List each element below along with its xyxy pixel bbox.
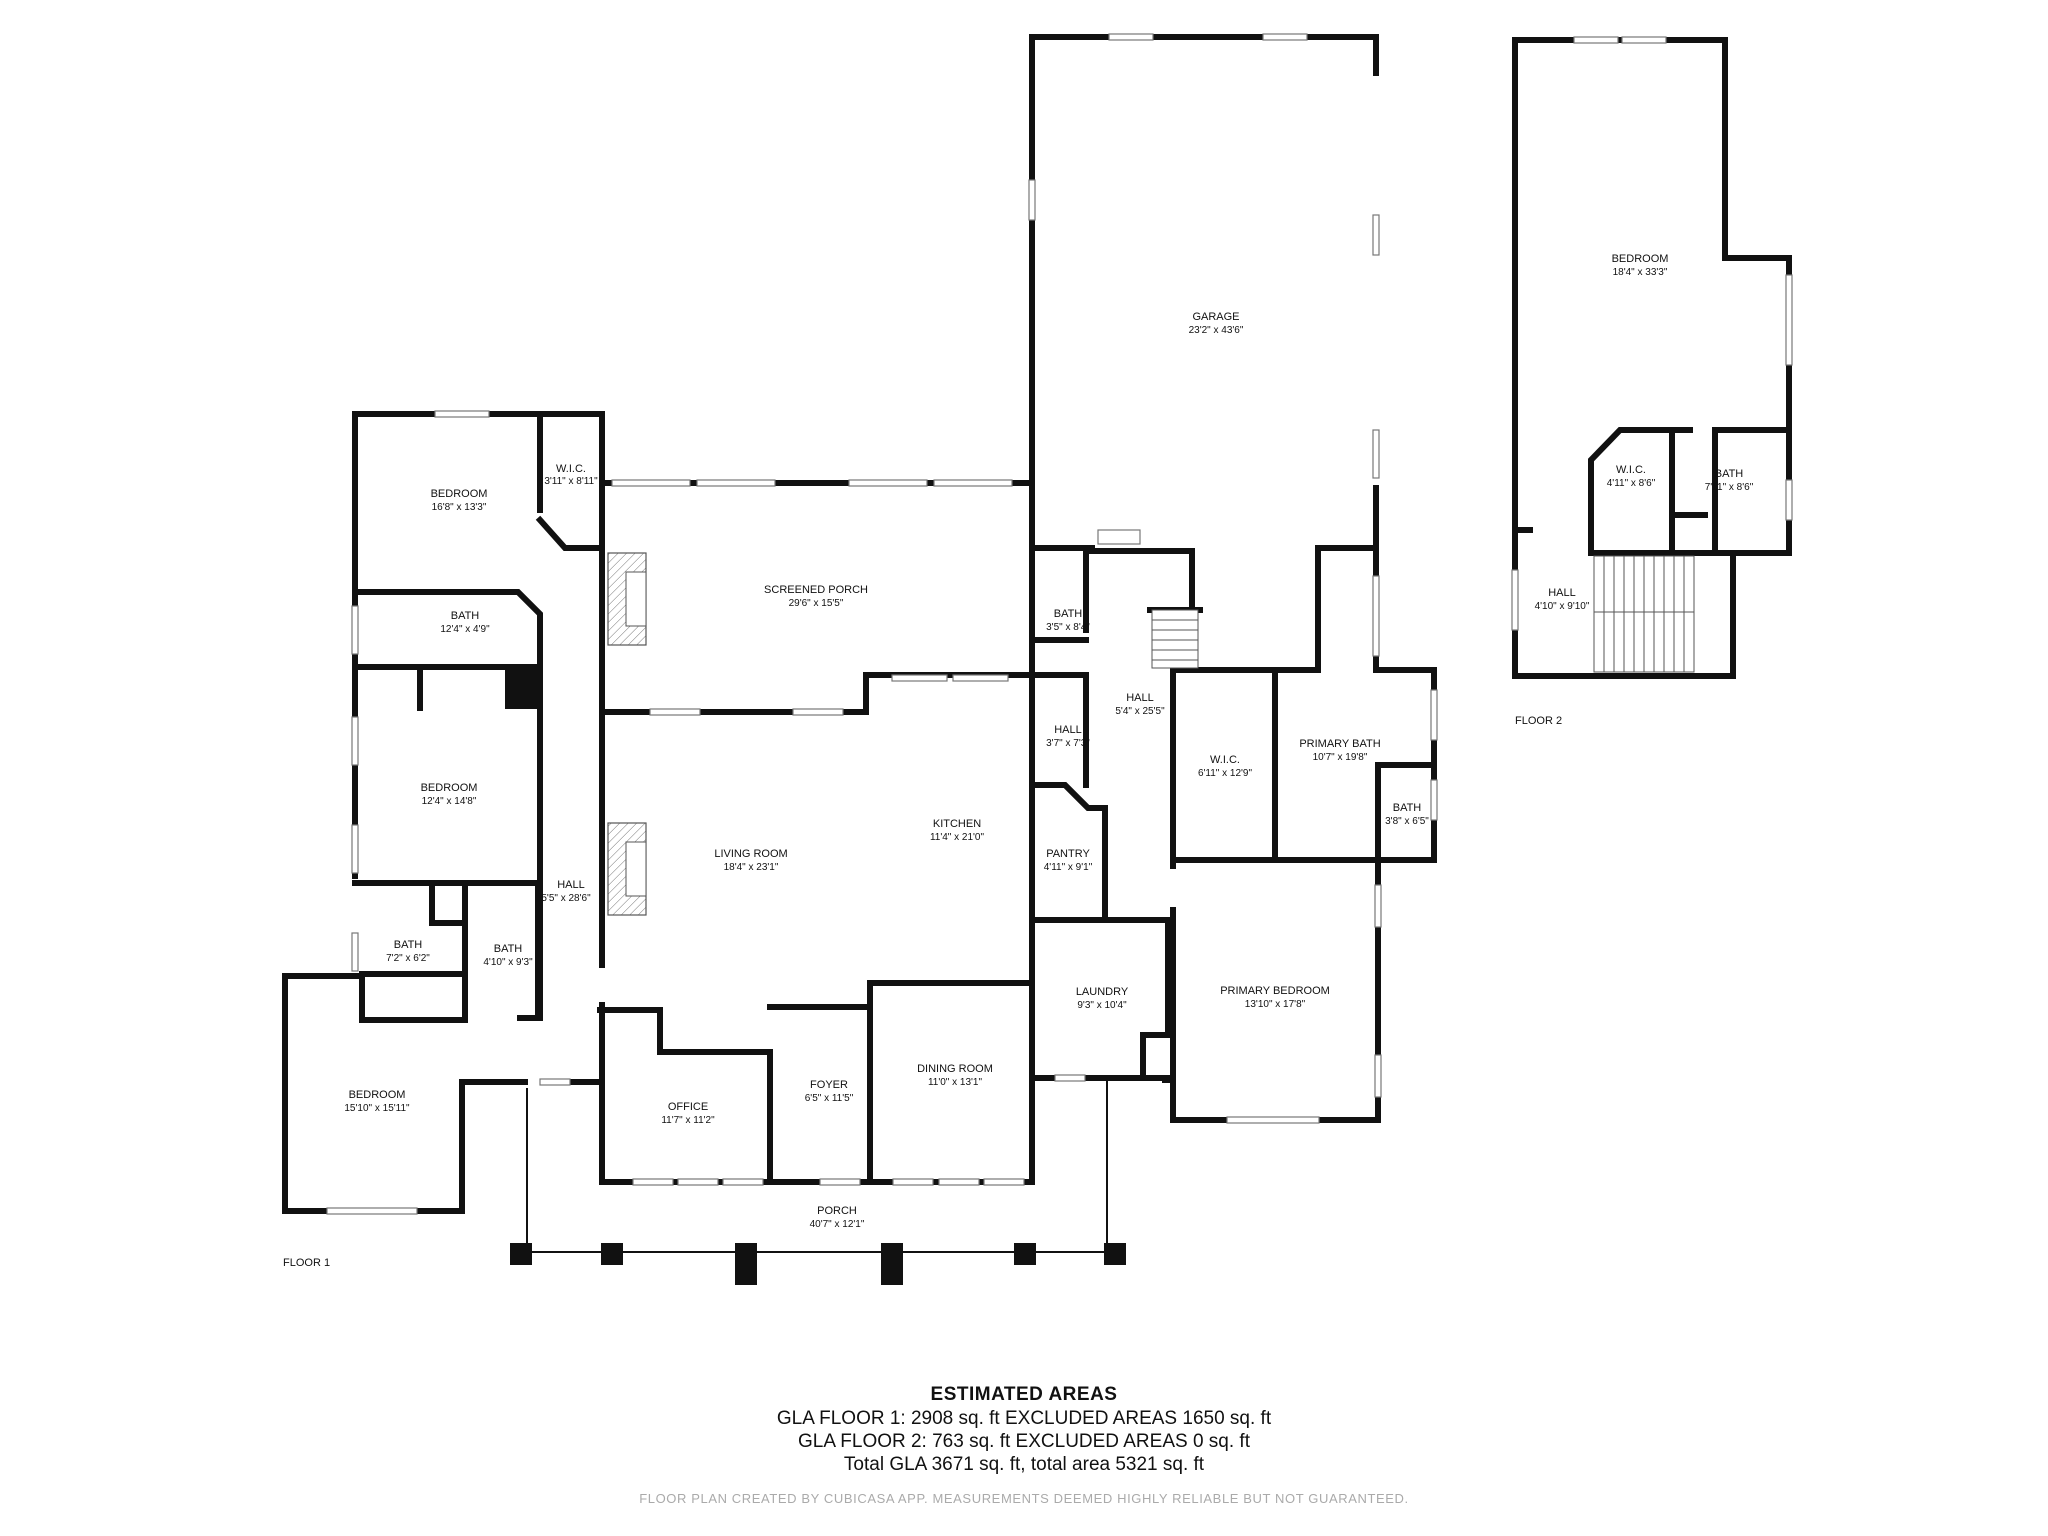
room-bath-e-name: BATH bbox=[1393, 802, 1422, 814]
areas-total: Total GLA 3671 sq. ft, total area 5321 s… bbox=[843, 1454, 1205, 1475]
room-pantry-name: PANTRY bbox=[1046, 848, 1090, 860]
room-bath-sw1-dims: 7'2" x 6'2" bbox=[386, 953, 430, 964]
room-laundry-dims: 9'3" x 10'4" bbox=[1077, 1000, 1127, 1011]
room-porch-dims: 40'7" x 12'1" bbox=[810, 1219, 865, 1230]
room-garage-name: GARAGE bbox=[1192, 311, 1239, 323]
room-bedroom-nw-name: BEDROOM bbox=[431, 488, 488, 500]
room-primary-bedroom-dims: 13'10" x 17'8" bbox=[1245, 999, 1306, 1010]
room-kitchen-name: KITCHEN bbox=[933, 818, 981, 830]
room-foyer-name: FOYER bbox=[810, 1079, 848, 1091]
room-hall-c1-name: HALL bbox=[1054, 724, 1082, 736]
room-hall-c1-dims: 3'7" x 7'3" bbox=[1046, 738, 1090, 749]
room-pantry-dims: 4'11" x 9'1" bbox=[1044, 862, 1093, 873]
room-laundry-name: LAUNDRY bbox=[1076, 986, 1129, 998]
room-bath-sw2-name: BATH bbox=[494, 943, 523, 955]
estimated-areas: ESTIMATED AREAS GLA FLOOR 1: 2908 sq. ft… bbox=[0, 1383, 2048, 1476]
room-office-name: OFFICE bbox=[668, 1101, 708, 1113]
room-screened-porch-name: SCREENED PORCH bbox=[764, 584, 868, 596]
room-wic-up-name: W.I.C. bbox=[1616, 464, 1646, 476]
room-wic-nw-name: W.I.C. bbox=[556, 463, 586, 475]
room-wic-nw-dims: 3'11" x 8'11" bbox=[544, 476, 598, 487]
room-bath-sw1-name: BATH bbox=[394, 939, 423, 951]
room-hall-up-name: HALL bbox=[1548, 587, 1576, 599]
stairs-floor1 bbox=[1151, 609, 1199, 669]
room-bath-nw-name: BATH bbox=[451, 610, 480, 622]
room-bath-c-name: BATH bbox=[1054, 608, 1083, 620]
areas-title: ESTIMATED AREAS bbox=[930, 1384, 1118, 1405]
floor2-label: FLOOR 2 bbox=[1515, 715, 1562, 727]
areas-floor1: GLA FLOOR 1: 2908 sq. ft EXCLUDED AREAS … bbox=[776, 1408, 1272, 1429]
floor1-label: FLOOR 1 bbox=[283, 1257, 330, 1269]
room-hall-w-name: HALL bbox=[557, 879, 585, 891]
room-hall-c2-name: HALL bbox=[1126, 692, 1154, 704]
room-bath-e-dims: 3'8" x 6'5" bbox=[1385, 816, 1429, 827]
room-office-dims: 11'7" x 11'2" bbox=[661, 1115, 715, 1126]
room-dining-room-dims: 11'0" x 13'1" bbox=[928, 1077, 983, 1088]
room-living-room-name: LIVING ROOM bbox=[714, 848, 787, 860]
room-bath-nw-dims: 12'4" x 4'9" bbox=[440, 624, 490, 635]
room-porch-name: PORCH bbox=[817, 1205, 857, 1217]
room-bedroom-up-dims: 18'4" x 33'3" bbox=[1613, 267, 1668, 278]
room-primary-bath-name: PRIMARY BATH bbox=[1299, 738, 1380, 750]
room-labels: BEDROOM 16'8" x 13'3" W.I.C. 3'11" x 8'1… bbox=[283, 253, 1754, 1269]
room-screened-porch-dims: 29'6" x 15'5" bbox=[789, 598, 844, 609]
room-living-room-dims: 18'4" x 23'1" bbox=[724, 862, 779, 873]
room-wic-up-dims: 4'11" x 8'6" bbox=[1607, 478, 1656, 489]
room-bedroom-up-name: BEDROOM bbox=[1612, 253, 1669, 265]
windows bbox=[326, 33, 1438, 1215]
room-bath-up-name: BATH bbox=[1715, 468, 1744, 480]
room-kitchen-dims: 11'4" x 21'0" bbox=[930, 832, 985, 843]
room-hall-w-dims: 5'5" x 28'6" bbox=[541, 893, 591, 904]
porch-piers bbox=[510, 1243, 1126, 1285]
room-bedroom-w-name: BEDROOM bbox=[421, 782, 478, 794]
floor1-walls bbox=[282, 34, 1437, 1253]
areas-floor2: GLA FLOOR 2: 763 sq. ft EXCLUDED AREAS 0… bbox=[798, 1431, 1250, 1452]
room-bath-up-dims: 7'11" x 8'6" bbox=[1705, 482, 1754, 493]
room-bath-c-dims: 3'5" x 8'4" bbox=[1046, 622, 1090, 633]
room-garage-dims: 23'2" x 43'6" bbox=[1189, 325, 1244, 336]
room-hall-up-dims: 4'10" x 9'10" bbox=[1535, 601, 1590, 612]
room-wic-primary-dims: 6'11" x 12'9" bbox=[1198, 768, 1253, 779]
room-foyer-dims: 6'5" x 11'5" bbox=[805, 1093, 854, 1104]
room-bedroom-nw-dims: 16'8" x 13'3" bbox=[432, 502, 487, 513]
room-primary-bedroom-name: PRIMARY BEDROOM bbox=[1220, 985, 1330, 997]
room-bath-sw2-dims: 4'10" x 9'3" bbox=[483, 957, 533, 968]
room-primary-bath-dims: 10'7" x 19'8" bbox=[1313, 752, 1368, 763]
room-bedroom-sw-dims: 15'10" x 15'11" bbox=[344, 1103, 410, 1114]
room-wic-primary-name: W.I.C. bbox=[1210, 754, 1240, 766]
room-hall-c2-dims: 5'4" x 25'5" bbox=[1115, 706, 1165, 717]
room-dining-room-name: DINING ROOM bbox=[917, 1063, 993, 1075]
room-bedroom-w-dims: 12'4" x 14'8" bbox=[422, 796, 477, 807]
floor2-walls bbox=[1511, 36, 1793, 679]
disclaimer-footer: FLOOR PLAN CREATED BY CUBICASA APP. MEAS… bbox=[639, 1491, 1409, 1506]
room-bedroom-sw-name: BEDROOM bbox=[349, 1089, 406, 1101]
